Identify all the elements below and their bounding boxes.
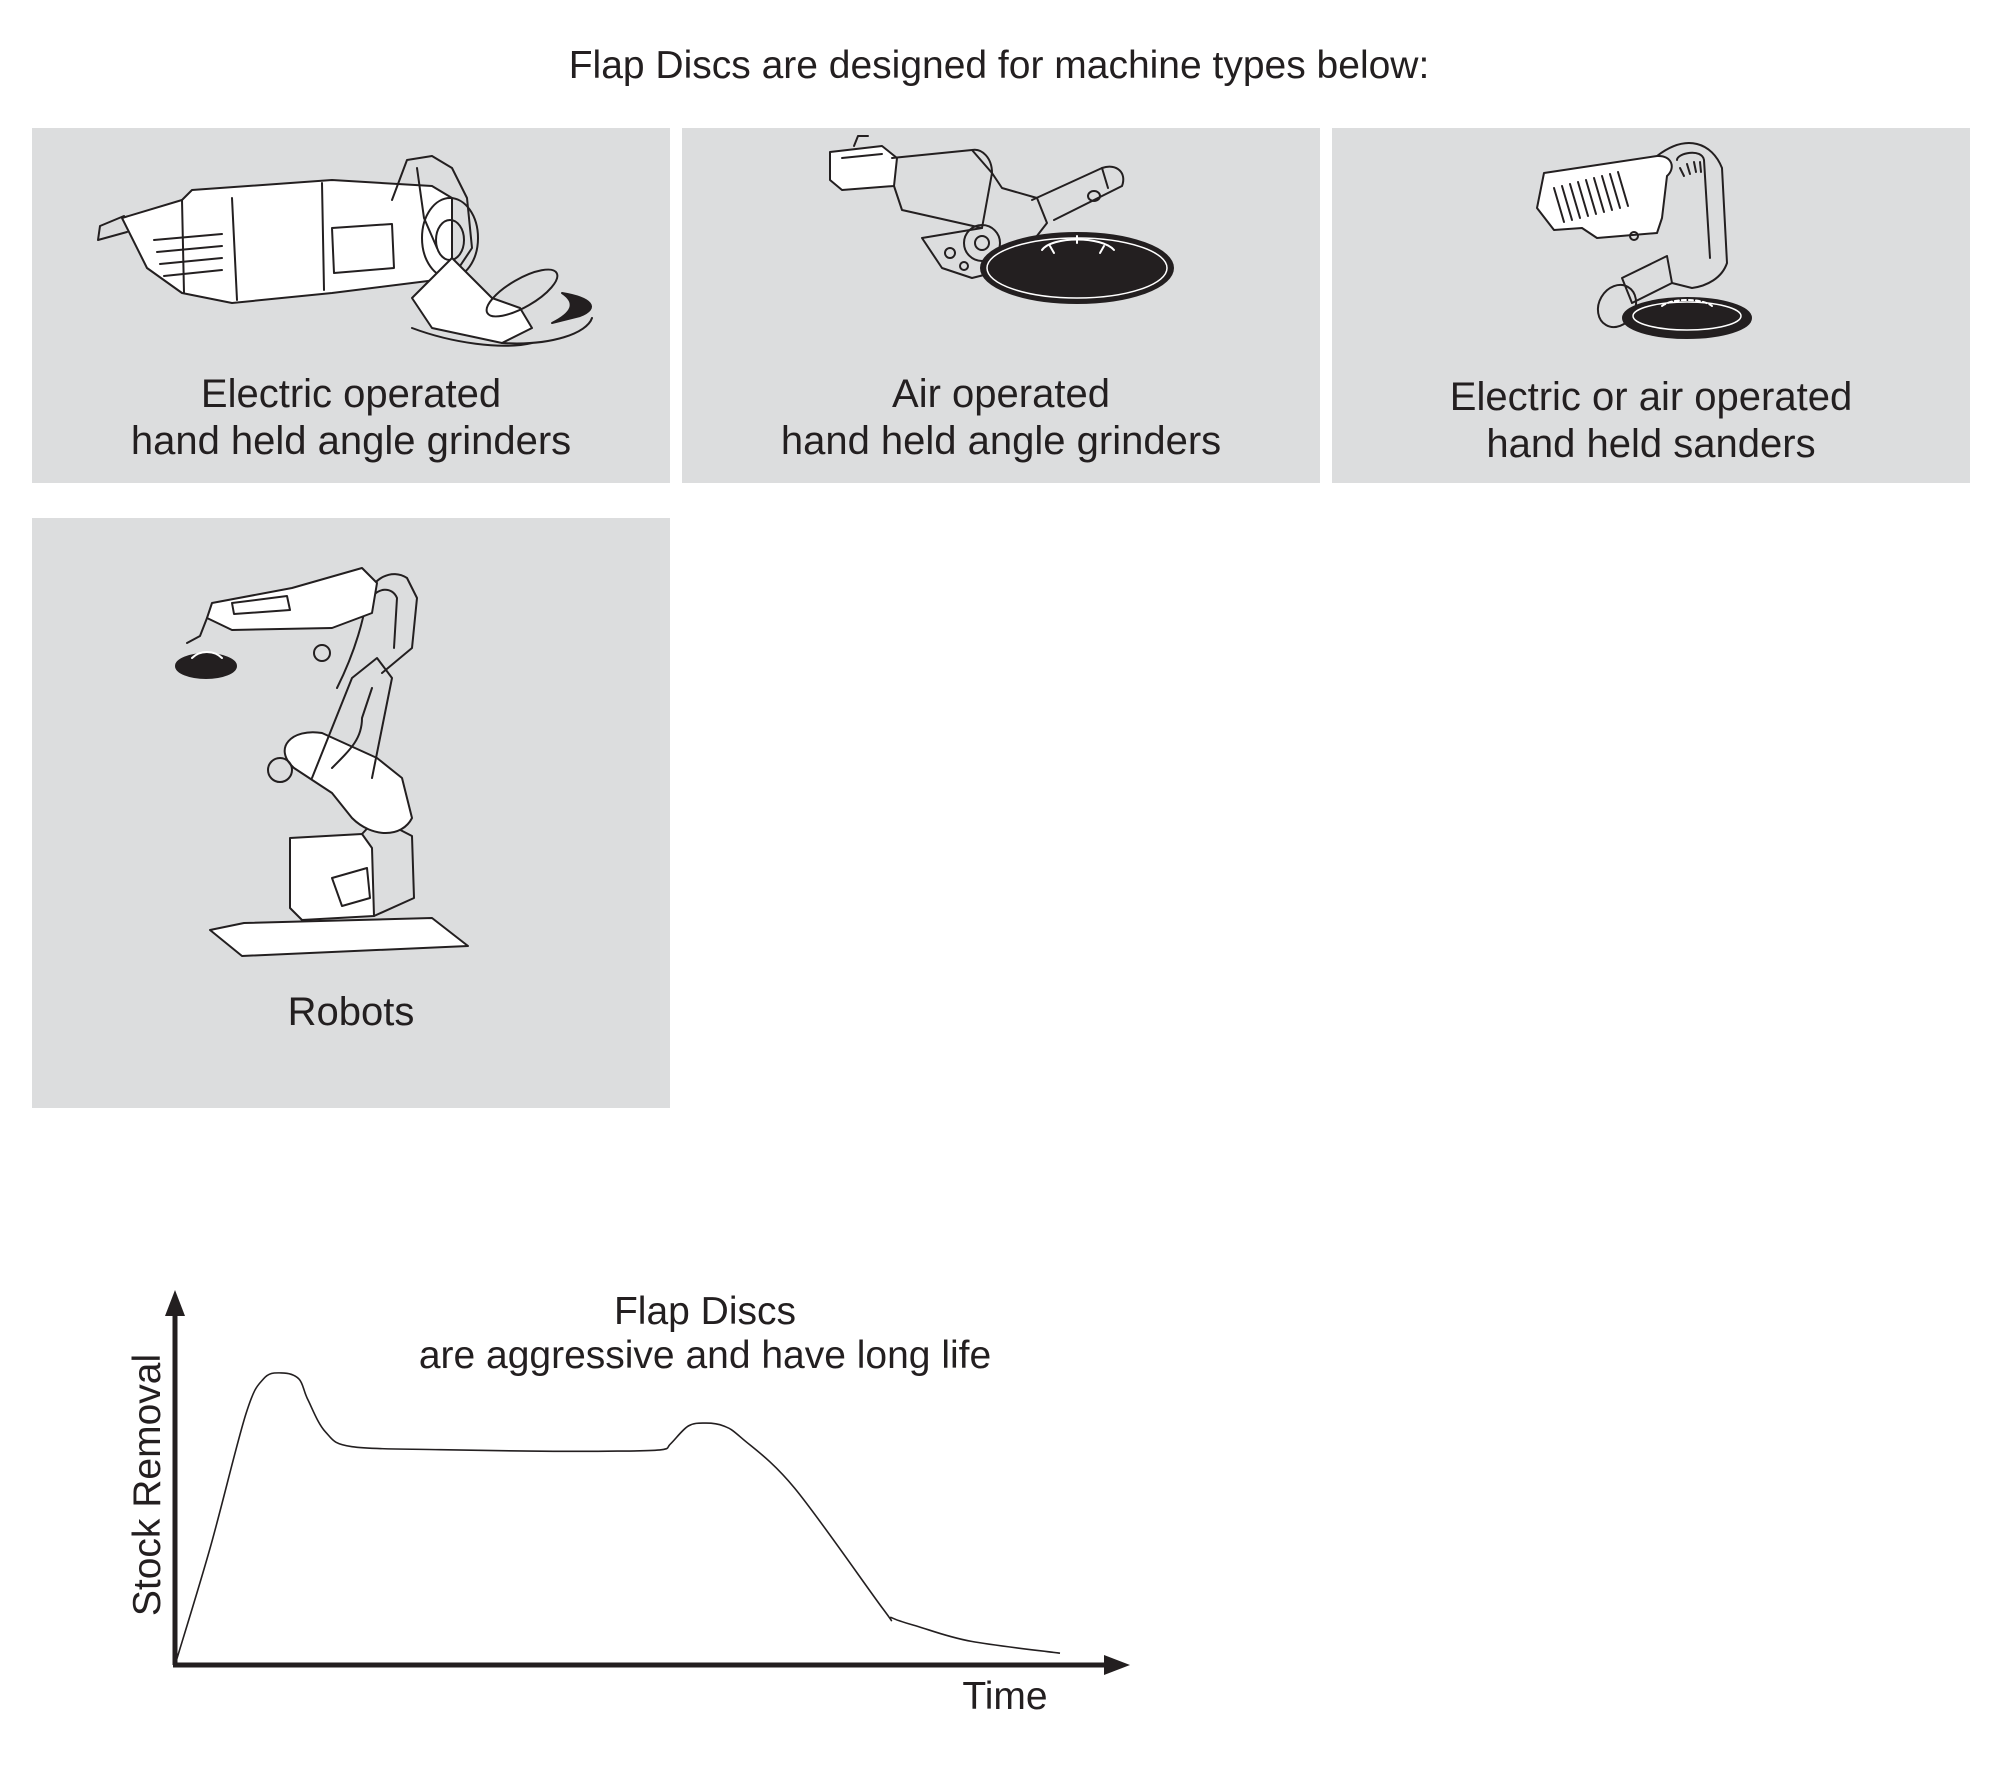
machine-caption: Electric operated hand held angle grinde… (32, 371, 670, 465)
caption-line: Electric or air operated (1449, 375, 1853, 419)
stock-removal-curve (174, 1372, 1061, 1666)
machine-card-electric-angle-grinder: Electric operated hand held angle grinde… (32, 128, 670, 483)
chart-title-line-1: Flap Discs (613, 1290, 797, 1333)
caption-line: Robots (287, 990, 415, 1034)
x-axis-label: Time (962, 1675, 1048, 1718)
robot-arm-icon (175, 567, 469, 957)
electric-angle-grinder-icon (97, 155, 593, 347)
machine-caption: Air operated hand held angle grinders (682, 371, 1320, 465)
caption-line: Air operated (892, 372, 1110, 416)
machine-caption: Electric or air operated hand held sande… (1332, 374, 1970, 468)
sander-icon (1536, 142, 1752, 339)
chart-title-line-2: are aggressive and have long life (418, 1334, 992, 1377)
machine-card-sander: Electric or air operated hand held sande… (1332, 128, 1970, 483)
caption-line: Electric operated (200, 372, 502, 416)
machine-card-robot: Robots (32, 518, 670, 1108)
x-axis-arrow (1104, 1655, 1130, 1675)
caption-line: hand held angle grinders (130, 419, 572, 463)
machine-caption: Robots (32, 989, 670, 1036)
air-angle-grinder-icon (829, 135, 1174, 304)
stock-removal-chart (165, 1290, 1130, 1675)
chart-title: Flap Discs are aggressive and have long … (310, 1290, 1100, 1378)
y-axis-label: Stock Removal (126, 1353, 169, 1617)
y-axis-arrow (165, 1290, 185, 1316)
caption-line: hand held sanders (1486, 422, 1816, 466)
page-title: Flap Discs are designed for machine type… (568, 44, 1430, 87)
caption-line: hand held angle grinders (780, 419, 1222, 463)
machine-card-air-angle-grinder: Air operated hand held angle grinders (682, 128, 1320, 483)
